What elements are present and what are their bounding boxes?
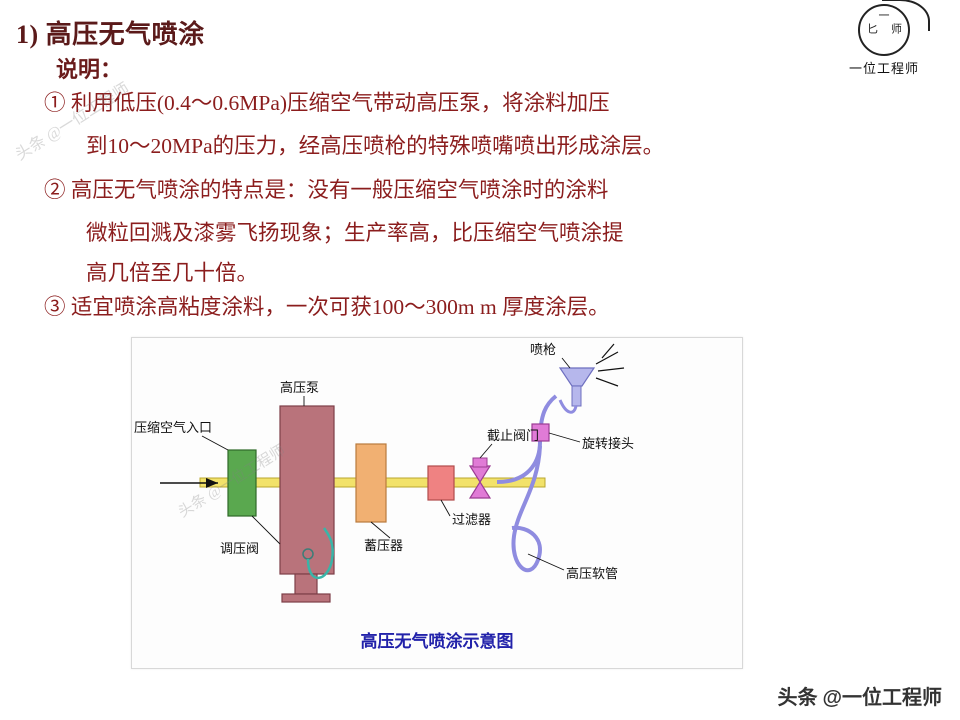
footer-prefix: 头条 (777, 687, 818, 709)
page-title-text: 高压无气喷涂 (45, 20, 205, 49)
label-pressure-valve: 调压阀 (220, 541, 259, 556)
label-accumulator: 蓄压器 (364, 538, 403, 553)
paragraph-2-line-1: ② 高压无气喷涂的特点是：没有一般压缩空气喷涂时的涂料 (44, 178, 609, 202)
footer-credit: 头条 @一位工程师 (777, 681, 942, 710)
logo-circle-icon: 一 匕 师 (858, 0, 930, 56)
paragraph-3: ③ 适宜喷涂高粘度涂料，一次可获100～300m m 厚度涂层。 (44, 295, 610, 319)
page-title: 1) 高压无气喷涂 (16, 14, 205, 51)
label-filter: 过滤器 (452, 512, 491, 527)
label-stop-valve: 截止阀门 (487, 428, 539, 443)
paragraph-2-line-2: 微粒回溅及漆雾飞扬现象；生产率高，比压缩空气喷涂提 (86, 221, 624, 245)
label-air-inlet: 压缩空气入口 (134, 420, 212, 435)
logo-text: 一位工程师 (848, 61, 919, 76)
paragraph-2-line-3: 高几倍至几十倍。 (86, 261, 259, 285)
label-spray-gun: 喷枪 (530, 342, 556, 357)
footer-handle: @一位工程师 (822, 687, 942, 709)
logo-char-left: 匕 (867, 23, 878, 36)
section-subtitle: 说明： (56, 57, 123, 82)
spray-system-diagram: 高压泵 压缩空气入口 喷枪 截止阀门 旋转接头 调压阀 过滤器 蓄压器 高压软管 (134, 342, 634, 603)
paragraph-1-line-1: ① 利用低压(0.4～0.6MPa)压缩空气带动高压泵，将涂料加压 (44, 91, 610, 115)
paragraph-1-line-2: 到10～20MPa的压力，经高压喷枪的特殊喷嘴喷出形成涂层。 (86, 134, 665, 158)
diagram-figure: 高压泵 压缩空气入口 喷枪 截止阀门 旋转接头 调压阀 过滤器 蓄压器 高压软管… (131, 337, 743, 669)
label-hose: 高压软管 (566, 566, 618, 581)
brand-logo: 一 匕 师 一位工程师 (822, 0, 946, 78)
label-swivel-joint: 旋转接头 (582, 436, 634, 451)
logo-arc-icon (882, 0, 930, 31)
figure-caption: 高压无气喷涂示意图 (360, 632, 514, 651)
page-title-number: 1) (16, 20, 39, 49)
label-pump: 高压泵 (280, 380, 319, 395)
